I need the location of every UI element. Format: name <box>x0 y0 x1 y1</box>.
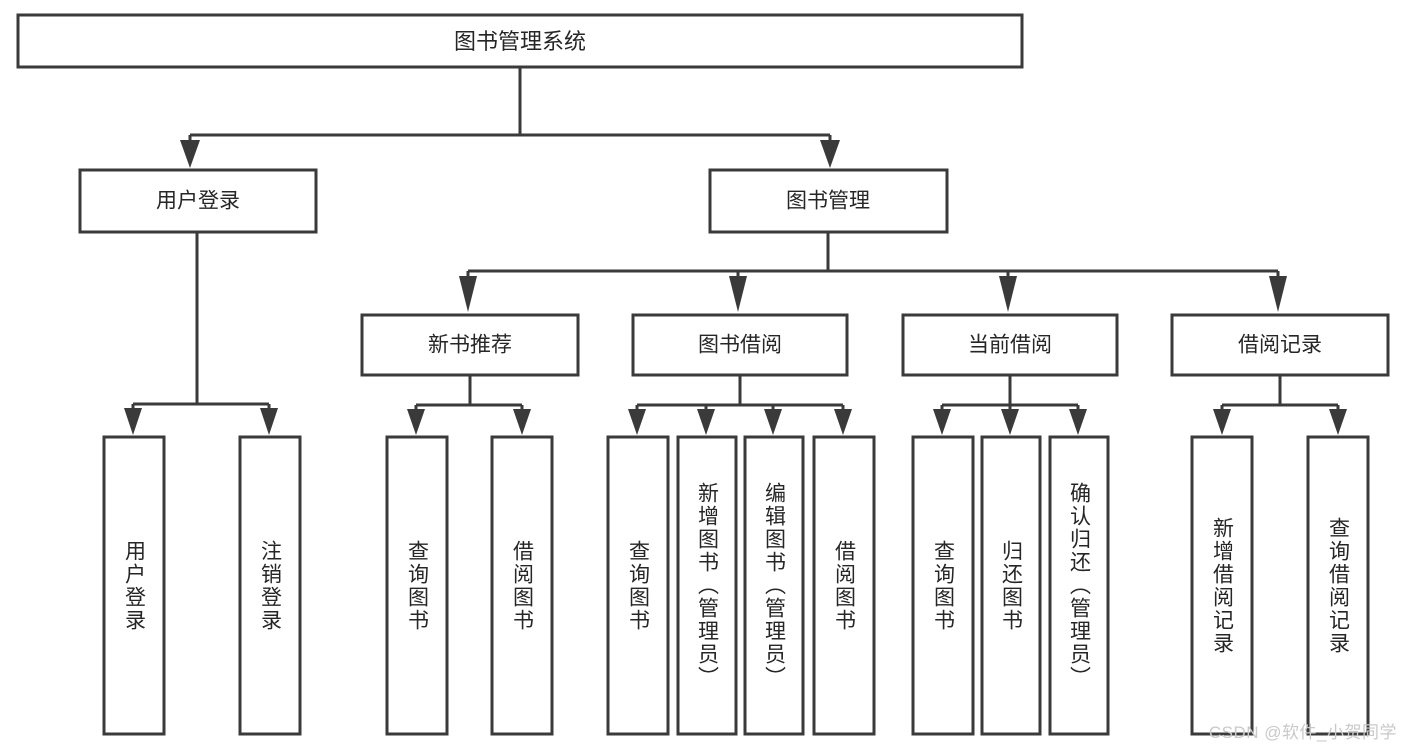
leaf-box-query-record[interactable] <box>1306 435 1370 736</box>
leaf-boxes-new-book-recommend <box>385 435 554 736</box>
leaf-box-add-record[interactable] <box>1190 435 1254 736</box>
arrow-to-leaf-user-login <box>124 408 142 435</box>
arrow-to-leaf-borrow-book-1 <box>513 409 531 435</box>
arrow-to-leaf-query-book-3 <box>933 409 951 435</box>
leaf-boxes-current-borrow <box>911 435 1110 736</box>
leaf-box-borrow-book-1[interactable] <box>490 435 554 736</box>
node-current-borrow-label: 当前借阅 <box>968 334 1052 357</box>
arrow-to-leaf-add-record <box>1213 409 1231 435</box>
leaf-box-query-book-1[interactable] <box>385 435 449 736</box>
leaf-box-user-login[interactable] <box>102 435 166 736</box>
node-user-login[interactable]: 用户登录 <box>78 168 318 234</box>
node-new-book-recommend[interactable]: 新书推荐 <box>360 313 580 377</box>
node-book-management-box <box>708 168 949 234</box>
node-borrow-record-box <box>1170 313 1390 377</box>
connector-group-current-borrow-children <box>933 376 1087 435</box>
node-current-borrow-box <box>901 313 1119 377</box>
leaf-boxes-book-borrow <box>606 435 876 736</box>
leaf-boxes-user-login <box>102 435 302 736</box>
leaf-box-borrow-book-2[interactable] <box>812 435 876 736</box>
leaf-box-query-book-2[interactable] <box>606 435 670 736</box>
arrow-to-leaf-borrow-book-2 <box>834 409 852 435</box>
arrow-to-leaf-edit-book <box>764 409 782 435</box>
connector-group-root-to-level2 <box>180 68 840 168</box>
arrow-to-current-borrow <box>999 276 1017 312</box>
node-book-borrow-box <box>631 313 849 377</box>
arrow-to-leaf-return-book <box>1001 409 1019 435</box>
leaf-box-add-book[interactable] <box>676 435 738 736</box>
node-root-label: 图书管理系统 <box>454 29 586 54</box>
arrow-to-leaf-confirm-return <box>1069 409 1087 435</box>
arrow-to-leaf-query-record <box>1329 409 1347 435</box>
arrow-to-user-login <box>180 140 200 168</box>
leaf-box-query-book-3[interactable] <box>911 435 975 736</box>
csdn-watermark: CSDN @软件_小贺同学 <box>1208 723 1397 742</box>
node-book-borrow[interactable]: 图书借阅 <box>631 313 849 377</box>
arrow-to-borrow-record <box>1269 276 1287 312</box>
node-current-borrow[interactable]: 当前借阅 <box>901 313 1119 377</box>
node-borrow-record[interactable]: 借阅记录 <box>1170 313 1390 377</box>
node-book-management-label: 图书管理 <box>786 190 870 213</box>
node-borrow-record-label: 借阅记录 <box>1238 334 1322 357</box>
arrow-to-book-borrow <box>729 276 747 312</box>
leaf-box-logout[interactable] <box>238 435 302 736</box>
leaf-box-confirm-return[interactable] <box>1048 435 1110 736</box>
leaf-box-return-book[interactable] <box>980 435 1042 736</box>
arrow-to-leaf-add-book <box>697 409 715 435</box>
node-new-book-recommend-label: 新书推荐 <box>428 334 512 357</box>
node-user-login-label: 用户登录 <box>156 190 240 213</box>
node-root-box <box>16 13 1024 69</box>
arrow-to-leaf-query-book-1 <box>407 409 425 435</box>
arrow-to-leaf-query-book-2 <box>628 409 646 435</box>
connector-group-borrow-record-children <box>1213 376 1347 435</box>
connector-group-new-book-recommend-children <box>407 376 531 435</box>
node-new-book-recommend-box <box>360 313 580 377</box>
node-user-login-box <box>78 168 318 234</box>
connector-group-user-login-children <box>124 233 278 435</box>
arrow-to-leaf-logout <box>260 408 278 435</box>
leaf-boxes-borrow-record <box>1190 435 1370 736</box>
node-book-management[interactable]: 图书管理 <box>708 168 949 234</box>
node-book-borrow-label: 图书借阅 <box>698 334 782 357</box>
node-root-book-management-system[interactable]: 图书管理系统 <box>16 13 1024 69</box>
connector-group-book-management-children <box>459 233 1287 312</box>
leaf-box-edit-book[interactable] <box>743 435 805 736</box>
connector-group-book-borrow-children <box>628 376 852 435</box>
arrow-to-book-management <box>820 140 840 168</box>
arrow-to-new-book-recommend <box>459 276 477 312</box>
